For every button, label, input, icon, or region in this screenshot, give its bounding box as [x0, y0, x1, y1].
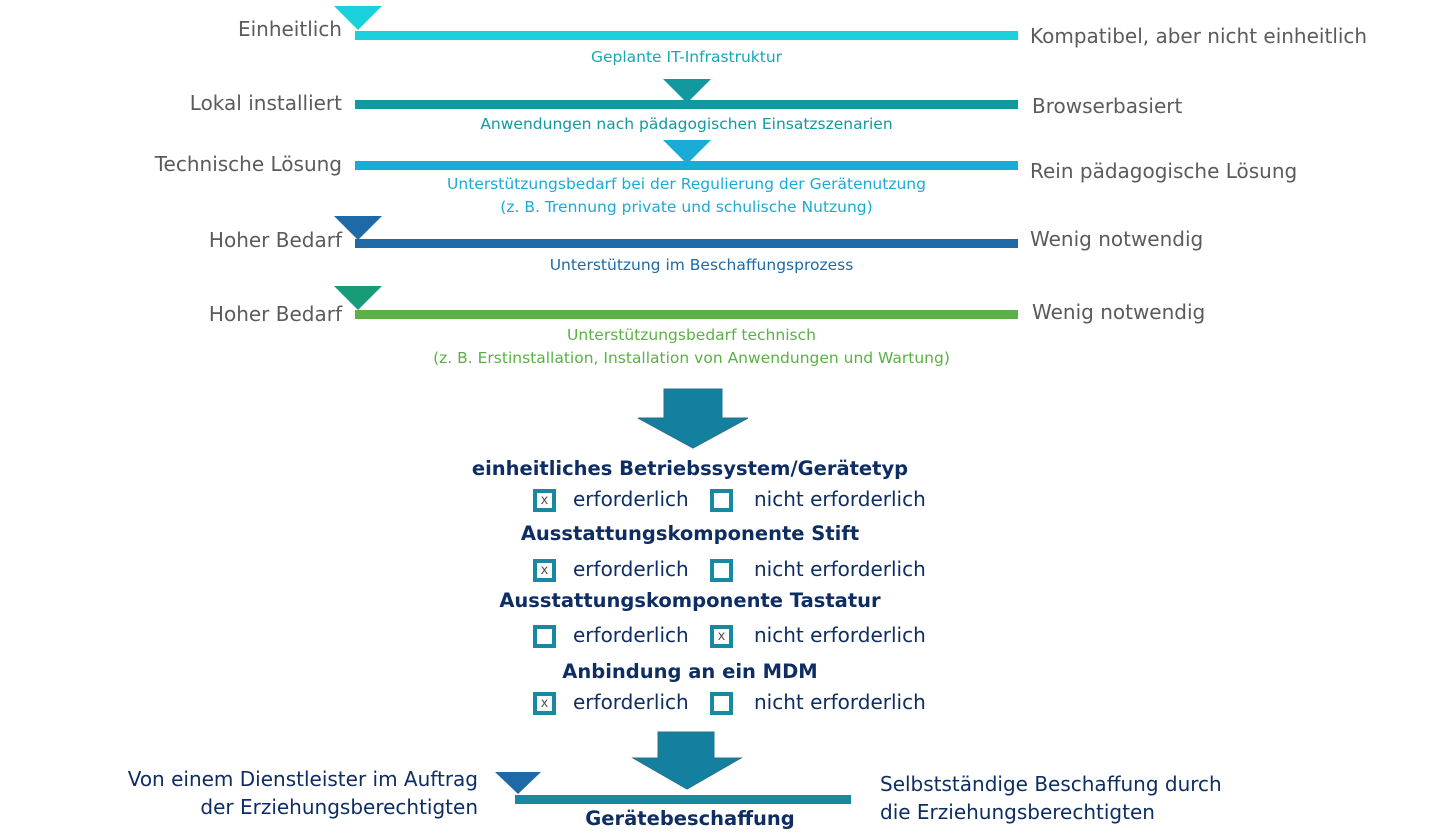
option-row: x erforderlich nicht erforderlich: [533, 557, 953, 585]
scale-caption: Unterstützungsbedarf bei der Regulierung…: [355, 173, 1018, 219]
checkbox-not-required[interactable]: [710, 692, 733, 715]
question-title: Ausstattungskomponente Stift: [520, 522, 860, 545]
label-line: der Erziehungsberechtigten: [200, 795, 478, 819]
scale-bar: [355, 31, 1018, 40]
down-arrow-shape: [631, 731, 743, 790]
checkbox-required[interactable]: x: [533, 489, 556, 512]
scale-right-label: Browserbasiert: [1032, 94, 1183, 118]
question-title: Ausstattungskomponente Tastatur: [499, 589, 881, 612]
question-title: einheitliches Betriebssystem/Gerätetyp: [471, 457, 909, 480]
scale-caption: Anwendungen nach pädagogischen Einsatzsz…: [355, 113, 1018, 136]
scale-right-label: Rein pädagogische Lösung: [1030, 159, 1298, 183]
triangle-marker-icon[interactable]: [495, 772, 541, 794]
scale-left-label: Hoher Bedarf: [208, 228, 342, 252]
triangle-marker-icon[interactable]: [334, 6, 382, 30]
triangle-marker-icon[interactable]: [662, 140, 711, 164]
option-label: erforderlich: [573, 623, 689, 647]
triangle-marker-icon[interactable]: [334, 286, 382, 310]
triangle-marker-icon[interactable]: [662, 79, 711, 103]
scale-caption: Unterstützungsbedarf technisch (z. B. Er…: [355, 324, 1028, 370]
scale-left-label: Lokal installiert: [189, 91, 342, 115]
procurement-caption: Gerätebeschaffung: [585, 807, 795, 830]
option-label: nicht erforderlich: [754, 557, 926, 581]
caption-line: Anwendungen nach pädagogischen Einsatzsz…: [480, 115, 893, 133]
option-label: erforderlich: [573, 487, 689, 511]
triangle-marker-icon[interactable]: [334, 216, 382, 240]
scale-right-label: Wenig notwendig: [1030, 227, 1204, 251]
down-arrow-icon: [631, 731, 743, 790]
scale-bar: [355, 161, 1018, 170]
scale-bar: [355, 310, 1018, 319]
checkbox-required[interactable]: [533, 625, 556, 648]
caption-line: Geplante IT-Infrastruktur: [590, 48, 783, 66]
caption-line: Unterstützungsbedarf technisch: [567, 326, 816, 344]
scale-bar: [355, 239, 1018, 248]
caption-line: (z. B. Trennung private und schulische N…: [500, 198, 873, 216]
label-line: Selbstständige Beschaffung durch: [880, 772, 1222, 796]
checkbox-not-required[interactable]: [710, 489, 733, 512]
checkbox-required[interactable]: x: [533, 692, 556, 715]
caption-line: Unterstützungsbedarf bei der Regulierung…: [447, 175, 926, 193]
procurement-right-label: Selbstständige Beschaffung durch die Erz…: [880, 770, 1222, 826]
scale-right-label: Kompatibel, aber nicht einheitlich: [1030, 24, 1368, 48]
label-line: die Erziehungsberechtigten: [880, 800, 1155, 824]
scale-caption: Unterstützung im Beschaffungsprozess: [355, 254, 1048, 277]
option-row: x erforderlich nicht erforderlich: [533, 690, 953, 718]
option-label: erforderlich: [573, 690, 689, 714]
option-row: x erforderlich nicht erforderlich: [533, 487, 953, 515]
procurement-bar: [515, 795, 851, 804]
option-label: nicht erforderlich: [754, 623, 926, 647]
option-label: erforderlich: [573, 557, 689, 581]
down-arrow-shape: [637, 388, 749, 449]
caption-line: Unterstützung im Beschaffungsprozess: [549, 256, 854, 274]
question-title: Anbindung an ein MDM: [562, 660, 818, 683]
scale-caption: Geplante IT-Infrastruktur: [355, 46, 1018, 69]
scale-left-label: Hoher Bedarf: [208, 302, 342, 326]
option-label: nicht erforderlich: [754, 487, 926, 511]
scale-bar: [355, 100, 1018, 109]
scale-left-label: Technische Lösung: [154, 152, 342, 176]
checkbox-not-required[interactable]: x: [710, 625, 733, 648]
procurement-left-label: Von einem Dienstleister im Auftrag der E…: [128, 765, 478, 821]
option-row: erforderlich x nicht erforderlich: [533, 623, 953, 651]
scale-left-label: Einheitlich: [237, 17, 342, 41]
option-label: nicht erforderlich: [754, 690, 926, 714]
scale-right-label: Wenig notwendig: [1032, 300, 1206, 324]
checkbox-required[interactable]: x: [533, 559, 556, 582]
down-arrow-icon: [637, 388, 749, 449]
checkbox-not-required[interactable]: [710, 559, 733, 582]
label-line: Von einem Dienstleister im Auftrag: [127, 767, 478, 791]
caption-line: (z. B. Erstinstallation, Installation vo…: [433, 349, 950, 367]
